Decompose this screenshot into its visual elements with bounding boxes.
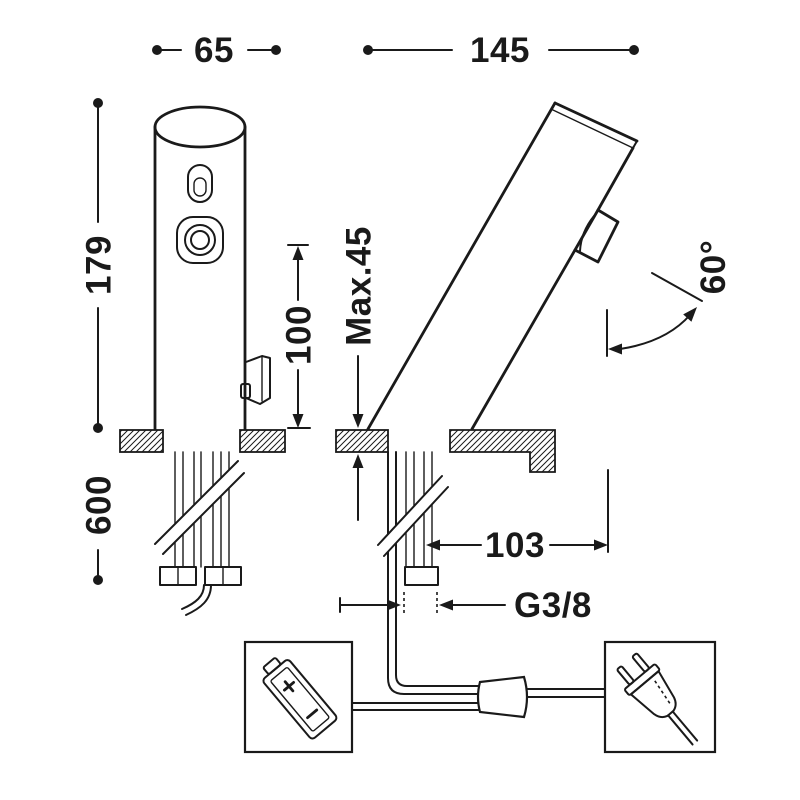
outlet-housing — [176, 216, 224, 264]
break-gap — [378, 476, 442, 556]
spout-right-edge-lower — [470, 248, 577, 431]
battery-plus-sign — [283, 680, 295, 693]
supply-pipes-side — [377, 451, 480, 695]
break-line — [162, 472, 245, 555]
dimension-label-total-height: 179 — [80, 235, 119, 295]
angle-arc — [619, 314, 691, 350]
faucet-top-cap — [153, 105, 247, 149]
dimension-label-spout-height: 100 — [280, 305, 319, 365]
dimension-dot — [629, 45, 639, 55]
arrowhead-left — [439, 599, 453, 611]
dimension-label-spout-reach: 103 — [485, 526, 545, 565]
supply-pipes-front — [154, 451, 245, 616]
break-gap — [155, 461, 238, 554]
battery-icon — [262, 657, 338, 740]
arrowhead-left — [608, 343, 622, 355]
sensor-housing — [573, 208, 620, 264]
dimension-spout-height: 100 — [280, 244, 319, 429]
cable-harness — [351, 675, 606, 719]
battery-option — [243, 640, 354, 754]
arrowhead-down — [352, 414, 364, 428]
mains-option-frame — [603, 640, 717, 754]
arrowhead-up-right — [683, 307, 697, 322]
counter-hatch-right — [449, 429, 556, 473]
power-cable-front — [181, 584, 205, 610]
battery-inner — [270, 667, 330, 732]
dimension-spout-reach: 103 — [426, 469, 609, 565]
plug-body-highlight — [654, 680, 671, 704]
arrowhead-right — [387, 599, 401, 611]
counter-hatch-left — [119, 429, 164, 453]
dimension-label-connection-thread: G3/8 — [514, 586, 592, 625]
dimension-counter-thickness: Max.45 — [340, 226, 379, 521]
faucet-side-view — [366, 101, 639, 431]
break-line — [377, 475, 443, 546]
pipe-fitting — [404, 566, 439, 586]
spout-top-edge — [553, 101, 639, 143]
dimension-label-spout-angle: 60° — [694, 240, 733, 294]
dimension-label-front-width: 65 — [194, 31, 234, 70]
counter-front-section — [119, 429, 286, 453]
spout-left-edge — [366, 101, 557, 431]
spout-top-inner-edge — [552, 109, 634, 149]
side-lever-knob — [240, 383, 251, 399]
power-cable-side — [387, 451, 480, 695]
break-line — [383, 486, 449, 557]
dimension-label-hose-length: 600 — [80, 475, 119, 535]
break-line — [154, 460, 239, 545]
dimension-front-width: 65 — [152, 31, 281, 70]
power-cable-side — [395, 451, 480, 687]
outlet-ring — [184, 224, 216, 256]
mains-option — [603, 640, 717, 754]
sensor-lens — [193, 177, 207, 197]
spout-right-edge-upper — [596, 146, 635, 212]
faucet-front-view — [153, 105, 271, 431]
battery-minus-sign — [306, 708, 319, 720]
dimension-dot — [271, 45, 281, 55]
battery-option-frame — [243, 640, 354, 754]
dimension-label-counter-thickness: Max.45 — [340, 226, 379, 346]
side-lever — [245, 355, 271, 405]
plug-cable — [667, 710, 699, 746]
arrowhead-up — [292, 246, 304, 260]
arrowhead-left — [426, 539, 440, 551]
dimension-connection-thread: G3/8 — [339, 586, 592, 625]
plug-icon — [616, 652, 699, 746]
dimension-dot — [93, 575, 103, 585]
dimension-dot — [93, 423, 103, 433]
dimension-label-side-width: 145 — [470, 31, 530, 70]
power-cable-front — [185, 584, 212, 616]
sensor-lens — [579, 215, 595, 252]
outlet-aerator — [190, 230, 210, 250]
battery-terminal — [262, 657, 282, 675]
arrowhead-down — [292, 414, 304, 428]
arrowhead-right — [594, 539, 608, 551]
dimension-spout-angle: 60° — [606, 240, 733, 357]
dimension-side-width: 145 — [363, 31, 639, 70]
sensor-window — [187, 164, 213, 203]
plug-body — [629, 670, 677, 719]
arrowhead-up — [352, 454, 364, 468]
dimension-total-height: 179 — [80, 98, 119, 433]
cable-connector — [476, 675, 529, 719]
dimension-hose-length: 600 — [80, 475, 119, 585]
angle-reference-slanted — [651, 272, 703, 302]
counter-hatch-right — [239, 429, 286, 453]
counter-hatch-left — [335, 429, 389, 453]
counter-side-section — [335, 429, 556, 473]
